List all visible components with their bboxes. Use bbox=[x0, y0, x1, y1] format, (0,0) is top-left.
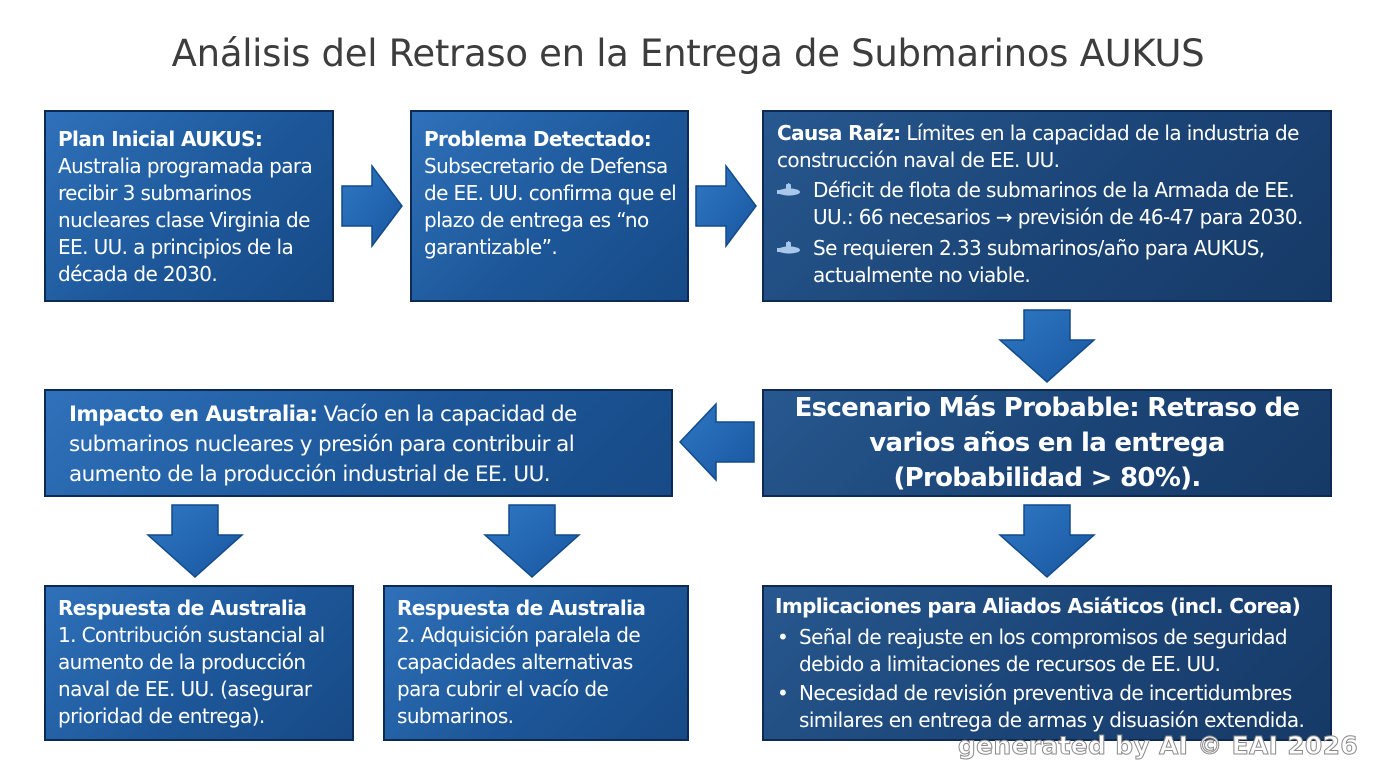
implicaciones-item-text: Necesidad de revisión preventiva de ince… bbox=[799, 681, 1305, 732]
list-item: Se requieren 2.33 submarinos/año para AU… bbox=[777, 235, 1318, 289]
impacto-australia-text: Vacío en la capacidad de submarinos nucl… bbox=[69, 402, 577, 487]
arrow-right-icon bbox=[341, 164, 403, 248]
implicaciones-aliados-box: Implicaciones para Aliados Asiáticos (in… bbox=[762, 585, 1332, 741]
causa-raiz-list: Déficit de flota de submarinos de la Arm… bbox=[777, 177, 1318, 289]
implicaciones-aliados-heading: Implicaciones para Aliados Asiáticos (in… bbox=[775, 594, 1301, 618]
escenario-probable-heading: Escenario Más Probable: bbox=[794, 392, 1140, 423]
respuesta-australia-2-text: 2. Adquisición paralela de capacidades a… bbox=[397, 623, 641, 728]
impacto-australia-heading: Impacto en Australia: bbox=[69, 402, 318, 427]
list-item: Déficit de flota de submarinos de la Arm… bbox=[777, 177, 1318, 231]
plan-inicial-text: Australia programada para recibir 3 subm… bbox=[58, 154, 313, 286]
watermark: generated by AI © EAI 2026 bbox=[957, 731, 1358, 761]
respuesta-australia-1-text: 1. Contribución sustancial al aumento de… bbox=[58, 623, 325, 728]
bullet-icon: • bbox=[777, 625, 789, 649]
list-item: • Necesidad de revisión preventiva de in… bbox=[775, 680, 1320, 734]
respuesta-australia-1-heading: Respuesta de Australia bbox=[58, 596, 307, 620]
causa-raiz-box: Causa Raíz: Límites en la capacidad de l… bbox=[762, 110, 1332, 302]
arrow-down-icon bbox=[998, 504, 1096, 579]
problema-detectado-text: Subsecretario de Defensa de EE. UU. conf… bbox=[424, 154, 677, 259]
respuesta-australia-1-box: Respuesta de Australia 1. Contribución s… bbox=[44, 585, 354, 741]
problema-detectado-heading: Problema Detectado: bbox=[424, 127, 652, 151]
causa-raiz-heading: Causa Raíz: bbox=[777, 121, 901, 145]
arrow-down-icon bbox=[483, 504, 581, 579]
causa-raiz-intro: Causa Raíz: Límites en la capacidad de l… bbox=[777, 120, 1318, 174]
respuesta-australia-2-heading: Respuesta de Australia bbox=[397, 596, 646, 620]
plan-inicial-heading: Plan Inicial AUKUS: bbox=[58, 127, 263, 151]
page-title: Análisis del Retraso en la Entrega de Su… bbox=[171, 32, 1205, 75]
respuesta-australia-2-box: Respuesta de Australia 2. Adquisición pa… bbox=[383, 585, 689, 741]
escenario-probable-box: Escenario Más Probable: Retraso de vario… bbox=[762, 389, 1332, 497]
escenario-probable-text: Retraso de varios años en la entrega (Pr… bbox=[869, 392, 1300, 493]
arrow-down-icon bbox=[146, 504, 244, 579]
causa-raiz-item-text: Déficit de flota de submarinos de la Arm… bbox=[813, 178, 1303, 229]
arrow-down-icon bbox=[998, 309, 1096, 384]
implicaciones-aliados-list: • Señal de reajuste en los compromisos d… bbox=[775, 624, 1320, 734]
list-item: • Señal de reajuste en los compromisos d… bbox=[775, 624, 1320, 678]
implicaciones-item-text: Señal de reajuste en los compromisos de … bbox=[799, 625, 1288, 676]
plan-inicial-box: Plan Inicial AUKUS: Australia programada… bbox=[44, 110, 334, 302]
problema-detectado-box: Problema Detectado: Subsecretario de Def… bbox=[410, 110, 689, 302]
causa-raiz-item-text: Se requieren 2.33 submarinos/año para AU… bbox=[813, 236, 1265, 287]
submarine-icon bbox=[777, 241, 801, 255]
bullet-icon: • bbox=[777, 681, 789, 705]
arrow-left-icon bbox=[678, 402, 755, 482]
arrow-right-icon bbox=[695, 164, 757, 248]
causa-raiz-text: Límites en la capacidad de la industria … bbox=[777, 121, 1299, 172]
submarine-icon bbox=[777, 183, 801, 197]
impacto-australia-box: Impacto en Australia: Vacío en la capaci… bbox=[44, 389, 673, 497]
escenario-probable-content: Escenario Más Probable: Retraso de vario… bbox=[778, 391, 1316, 496]
